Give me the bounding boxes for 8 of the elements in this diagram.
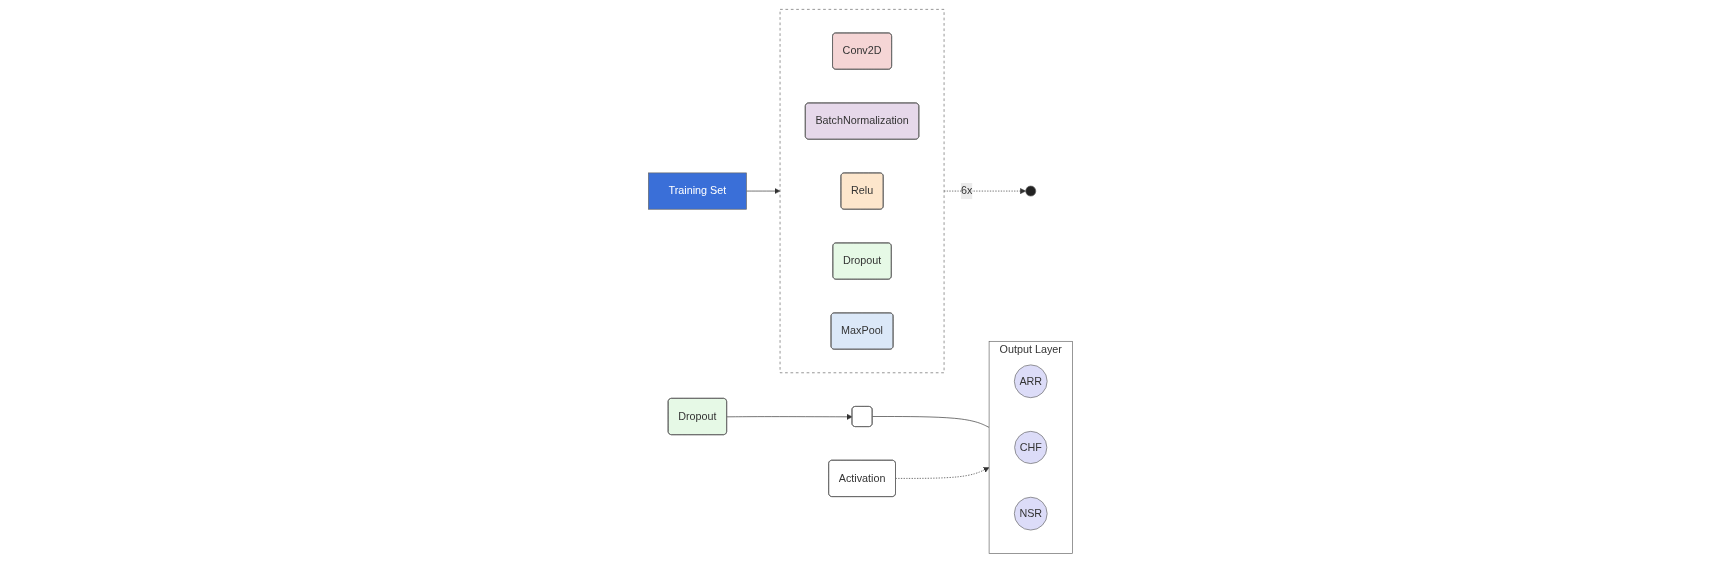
node-circle: [1024, 185, 1036, 197]
node-circle: NSR: [1013, 496, 1048, 531]
node-box: Training Set: [647, 172, 747, 210]
node-circle: CHF: [1013, 431, 1047, 464]
cluster: [779, 9, 945, 374]
edge-label: 6x: [960, 185, 972, 197]
node-circle: ARR: [1013, 364, 1048, 399]
connector: [871, 416, 990, 428]
